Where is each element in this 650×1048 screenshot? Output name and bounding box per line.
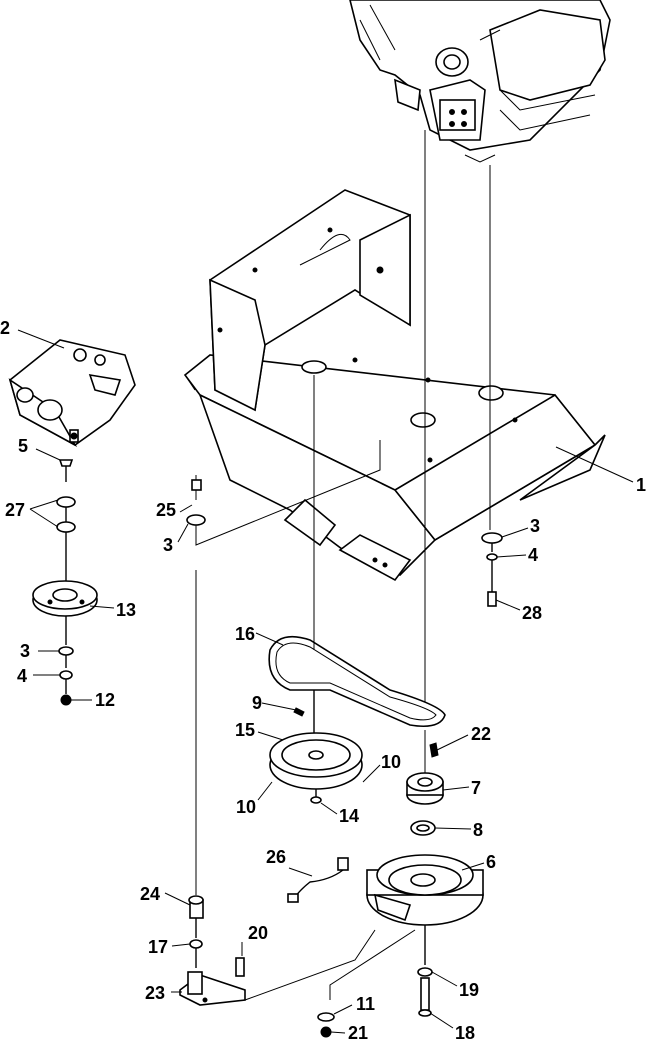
callout-6: 6: [486, 852, 496, 872]
callout-12: 12: [95, 690, 115, 710]
callout-15: 15: [235, 720, 255, 740]
callout-27: 27: [5, 500, 25, 520]
callout-11: 11: [356, 994, 375, 1014]
callout-10-left: 10: [236, 797, 256, 817]
callout-19: 19: [459, 980, 479, 1000]
clutch-assembly: [366, 730, 484, 965]
engine-mount-hardware: [424, 130, 503, 705]
center-pulley-assembly: [269, 375, 363, 804]
lower-hardware: [317, 929, 433, 1038]
callout-7: 7: [471, 778, 481, 798]
callout-22: 22: [471, 724, 491, 744]
callout-24: 24: [140, 884, 160, 904]
callout-14: 14: [339, 806, 359, 826]
idler-bracket-assembly: [179, 440, 381, 1006]
callout-23: 23: [145, 983, 165, 1003]
callout-4-right: 4: [528, 545, 538, 565]
callout-25: 25: [156, 500, 176, 520]
callout-labels: 1 2 3 3 3 4 4 5 6 7 8 9 10 10 11 12 13 1…: [0, 318, 646, 1043]
callout-1: 1: [636, 475, 646, 495]
engine: [349, 0, 611, 163]
callout-9: 9: [252, 693, 262, 713]
callout-3-center: 3: [163, 535, 173, 555]
callout-10-right: 10: [381, 752, 401, 772]
callout-5: 5: [18, 436, 28, 456]
callout-21: 21: [348, 1023, 368, 1043]
gearbox-hardware: [32, 459, 98, 706]
callout-8: 8: [473, 820, 483, 840]
callout-26: 26: [266, 847, 286, 867]
callout-13: 13: [116, 600, 136, 620]
callout-16: 16: [235, 624, 255, 644]
wire-harness: [287, 857, 349, 903]
callout-2: 2: [0, 318, 10, 338]
callout-20: 20: [248, 923, 268, 943]
callout-17: 17: [148, 937, 168, 957]
callout-4-left: 4: [17, 666, 27, 686]
gearbox: [8, 339, 136, 448]
leader-lines: [17, 329, 634, 1034]
callout-28: 28: [522, 603, 542, 623]
frame-deck: [183, 189, 606, 582]
callout-3-left: 3: [20, 641, 30, 661]
callout-18: 18: [455, 1023, 475, 1043]
drive-belt: [268, 635, 446, 728]
callout-3-right: 3: [530, 516, 540, 536]
